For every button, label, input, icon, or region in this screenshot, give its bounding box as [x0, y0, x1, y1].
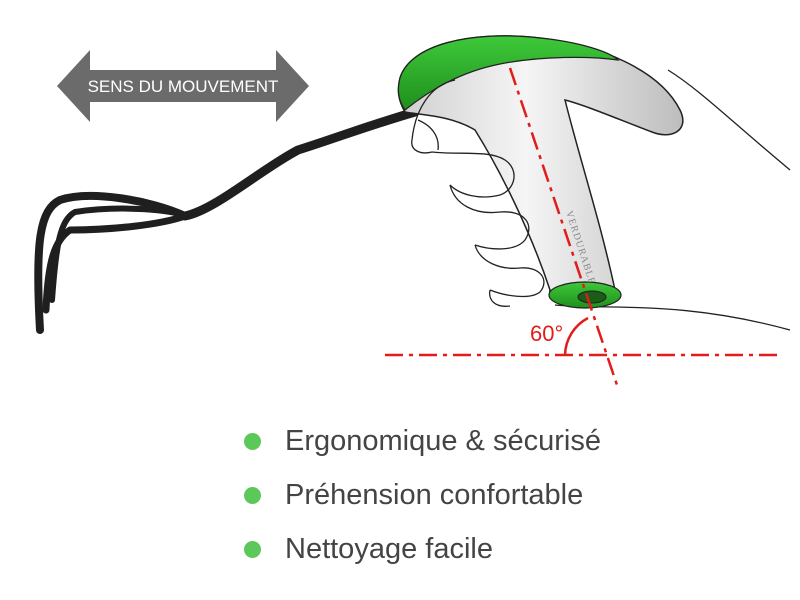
feature-list: Ergonomique & sécurisé Préhension confor…: [244, 414, 601, 576]
handle-base-hole: [577, 290, 607, 304]
handle-green-top: [397, 35, 620, 111]
feature-text: Nettoyage facile: [285, 532, 493, 565]
list-item: Nettoyage facile: [244, 522, 601, 576]
movement-arrow: SENS DU MOUVEMENT: [57, 50, 309, 122]
bullet-dot-icon: [244, 486, 261, 504]
bullet-dot-icon: [244, 432, 261, 450]
movement-arrow-label: SENS DU MOUVEMENT: [88, 77, 279, 96]
angle-label: 60°: [530, 321, 563, 346]
angle-arc-icon: [563, 316, 589, 356]
feature-text: Ergonomique & sécurisé: [285, 424, 601, 457]
feature-text: Préhension confortable: [285, 478, 584, 511]
handle-axis-line: [508, 67, 620, 389]
angle-reference: 60°: [385, 67, 778, 389]
tool-handle: VERDURABLE: [397, 35, 684, 309]
bullet-dot-icon: [244, 540, 261, 558]
list-item: Préhension confortable: [244, 468, 601, 522]
hand-outline: [411, 79, 545, 307]
tool-shaft: [34, 107, 420, 334]
double-arrow-icon: [57, 50, 309, 122]
list-item: Ergonomique & sécurisé: [244, 414, 601, 468]
